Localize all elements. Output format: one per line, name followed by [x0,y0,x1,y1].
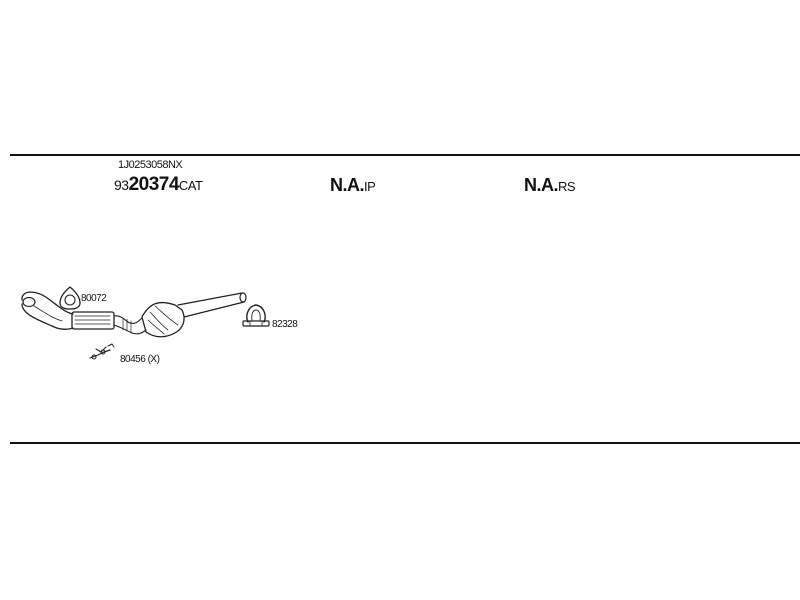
clamp-icon [242,304,270,327]
mounting-kit-part-number: 80456 (X) [120,354,160,365]
na-rs-label: N.A.RS [524,175,576,195]
catalog-number: 9320374CAT [114,174,203,195]
front-pipe-icon [21,291,147,335]
catalog-main: 20374 [128,174,180,195]
na-ip-suffix: IP [364,179,376,194]
catalog-prefix: 93 [114,177,129,193]
bottom-divider [10,442,800,444]
na-ip-main: N.A. [330,175,365,195]
clamp-part-number: 82328 [272,319,298,330]
oe-number: 1J0253058NX [118,159,183,171]
gasket-part-number: 80072 [81,293,107,304]
catalytic-converter-icon [141,292,247,338]
catalog-suffix: CAT [178,178,203,193]
gasket-icon [59,286,81,310]
na-rs-suffix: RS [558,179,576,194]
na-rs-main: N.A. [524,175,559,195]
mounting-kit-icon [89,343,115,360]
top-divider [10,154,800,156]
na-ip-label: N.A.IP [330,175,376,195]
